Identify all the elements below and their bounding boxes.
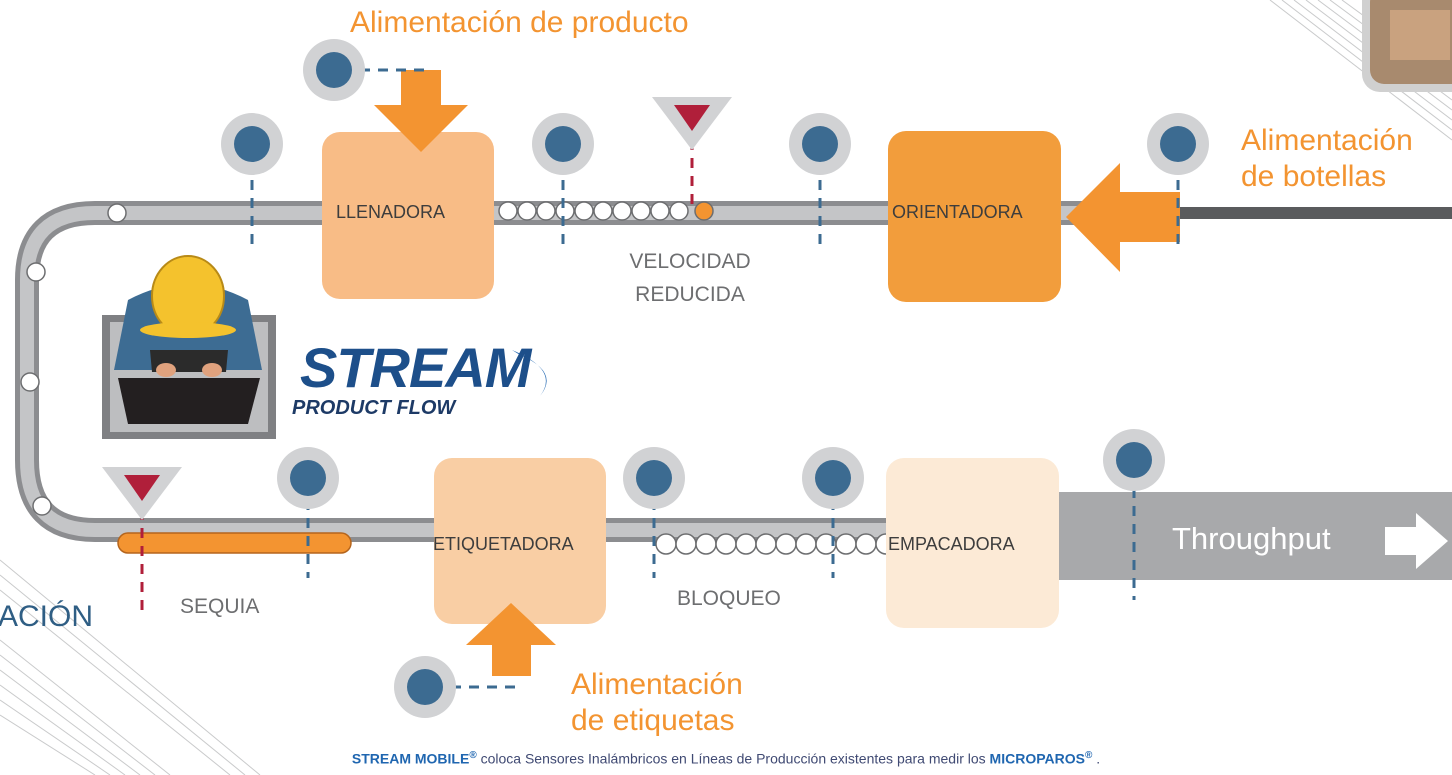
bottle-feed-title-line1: Alimentación <box>1241 124 1413 157</box>
labeler-machine <box>434 458 606 624</box>
sensor-icon <box>394 656 456 718</box>
sensor-icon <box>1147 113 1209 175</box>
packer-machine <box>886 458 1059 628</box>
bottle-feed-arrow <box>1066 163 1180 272</box>
footer-text: coloca Sensores Inalámbricos en Líneas d… <box>476 750 990 767</box>
sensor-icon <box>532 113 594 175</box>
bottle-input-belt <box>1180 207 1452 219</box>
sensor-icon <box>623 447 685 509</box>
bottle-queue-blockage <box>655 533 897 555</box>
sensor-icon <box>277 447 339 509</box>
bottle-queue-reduced-speed <box>498 201 714 221</box>
alert-connectors <box>140 140 694 612</box>
sensor-icon <box>1103 429 1165 491</box>
stream-logo-subtitle: PRODUCT FLOW <box>292 397 456 419</box>
throughput-arrow-icon <box>1385 513 1448 569</box>
alert-marker-drought <box>102 467 182 520</box>
footer-reg-mark: ® <box>469 750 477 761</box>
blockage-label: BLOQUEO <box>677 587 781 610</box>
filler-machine <box>322 132 494 299</box>
footer-reg-mark: ® <box>1084 750 1093 761</box>
orienter-machine <box>888 131 1061 302</box>
product-feed-title: Alimentación de producto <box>350 6 689 39</box>
logo-swoosh <box>512 350 547 396</box>
stream-logo: STREAM <box>300 336 531 399</box>
photo-thumbnail <box>1362 0 1452 92</box>
sensor-connectors <box>250 68 1180 689</box>
label-feed-title-line2: de etiquetas <box>571 704 735 737</box>
product-feed-arrow <box>374 70 468 152</box>
operator-icon <box>102 255 276 439</box>
sensor-icon <box>802 447 864 509</box>
labeler-label: ETIQUETADORA <box>433 534 574 554</box>
bottle-feed-title-line2: de botellas <box>1241 160 1387 193</box>
sensor-icon <box>789 113 851 175</box>
label-feed-title-line1: Alimentación <box>571 668 743 701</box>
cropped-heading: ACIÓN <box>0 600 94 633</box>
footer-caption: STREAM MOBILE® coloca Sensores Inalámbri… <box>0 750 1452 767</box>
reduced-speed-label-line2: REDUCIDA <box>635 283 745 306</box>
sensor-icon <box>303 39 365 101</box>
footer-end: . <box>1092 750 1101 767</box>
footer-brand: STREAM MOBILE <box>351 750 470 767</box>
footer-term: MICROPAROS <box>989 750 1085 767</box>
decorative-hatch-bottom-left <box>0 559 261 775</box>
label-feed-arrow <box>466 603 556 676</box>
reduced-speed-label-line1: VELOCIDAD <box>629 250 751 273</box>
packer-label: EMPACADORA <box>888 534 1015 554</box>
orienter-label: ORIENTADORA <box>892 202 1023 222</box>
alert-marker-reduced-speed <box>652 97 732 150</box>
filler-label: LLENADORA <box>336 202 446 222</box>
loop-rollers <box>20 203 127 516</box>
drought-label: SEQUIA <box>180 595 260 618</box>
sensor-icon <box>221 113 283 175</box>
wireless-sensors <box>221 39 1209 718</box>
drought-bar <box>117 532 352 554</box>
throughput-label: Throughput <box>1172 521 1331 556</box>
